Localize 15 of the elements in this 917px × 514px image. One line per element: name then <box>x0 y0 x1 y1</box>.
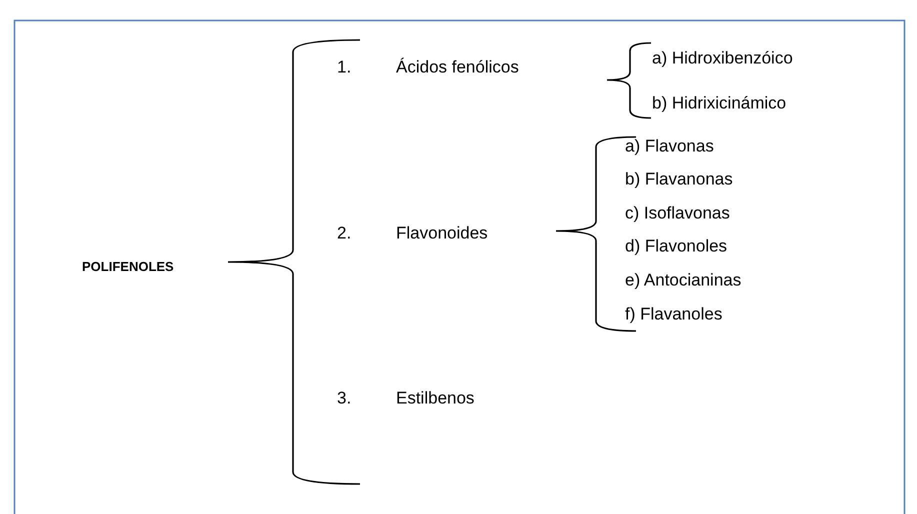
category-label: a) Hidroxibenzóico <box>652 50 793 68</box>
category-label: Ácidos fenólicos <box>396 58 519 78</box>
root-category-label: POLIFENOLES <box>82 260 174 274</box>
category-label: f) Flavanoles <box>625 306 722 324</box>
category-label: a) Flavonas <box>625 138 714 156</box>
category-label: b) Flavanonas <box>625 170 733 190</box>
category-label: 2. <box>337 224 352 244</box>
category-label: Flavonoides <box>396 224 488 244</box>
category-label: 1. <box>337 58 352 78</box>
category-label: 3. <box>337 390 352 408</box>
category-label: b) Hidrixicinámico <box>652 94 786 114</box>
category-label: e) Antocianinas <box>625 272 742 290</box>
category-label: c) Isoflavonas <box>625 204 730 224</box>
category-label: Estilbenos <box>396 390 474 408</box>
category-label: d) Flavonoles <box>625 238 728 256</box>
